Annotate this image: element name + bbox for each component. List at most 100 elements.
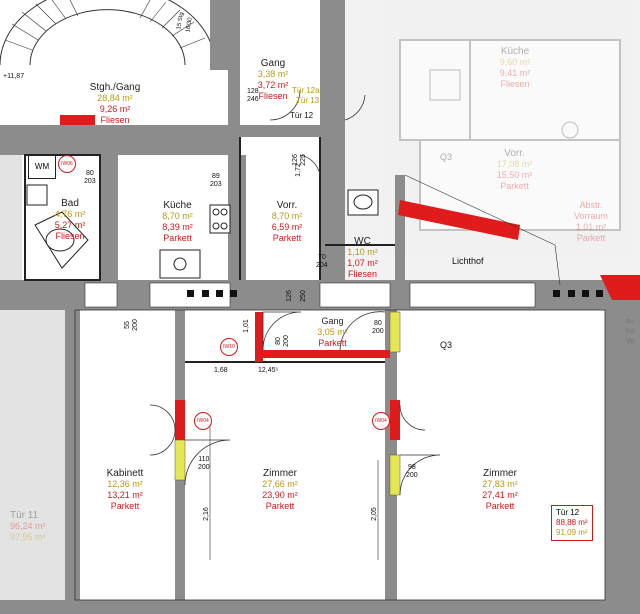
room-area-actual: 23,90 m² bbox=[262, 490, 298, 500]
room-wc: WC 1,10 m² 1,07 m² Fliesen bbox=[340, 236, 385, 280]
room-area-planned: 3,38 m² bbox=[257, 69, 289, 79]
room-name: Gang bbox=[260, 58, 286, 69]
room-name: Vorr. bbox=[276, 200, 298, 211]
room-floor: Parkett bbox=[272, 233, 302, 243]
neighbor-unit-left bbox=[0, 290, 75, 600]
room-area-actual: 5,27 m² bbox=[54, 220, 86, 230]
unit-area-actual: 88,88 m² bbox=[556, 518, 588, 527]
room-floor: Parkett bbox=[163, 233, 192, 243]
door-label-tuer12: Tür 12 bbox=[290, 111, 314, 120]
room-floor: Fliesen bbox=[55, 231, 85, 241]
wall-badge: IW10 bbox=[220, 338, 238, 356]
room-name: Gang bbox=[321, 316, 344, 326]
room-area-actual: 9,26 m² bbox=[99, 104, 131, 114]
room-area-planned: 8,70 m² bbox=[271, 211, 303, 221]
room-area-actual: 13,21 m² bbox=[107, 490, 143, 500]
wall-badge: IW04 bbox=[372, 412, 390, 430]
room-area-actual: 27,41 m² bbox=[482, 490, 518, 500]
room-area-actual: 8,39 m² bbox=[162, 222, 193, 232]
room-area-actual: 6,59 m² bbox=[271, 222, 303, 232]
fixtures bbox=[26, 184, 379, 279]
room-name: Küche bbox=[500, 46, 530, 57]
door-label-tuer12a: Tür 12a bbox=[292, 86, 320, 95]
room-area-planned: 8,70 m² bbox=[162, 211, 193, 221]
room-vorr: Vorr. 8,70 m² 6,59 m² Parkett bbox=[262, 200, 312, 244]
room-vorr-ghost: Vorr. 17,08 m² 15,50 m² Parkett bbox=[487, 148, 542, 192]
room-stgh: Stgh./Gang 28,84 m² 9,26 m² Fliesen bbox=[60, 82, 170, 126]
room-area-planned: 4,76 m² bbox=[54, 209, 86, 219]
room-area-actual: 1,07 m² bbox=[347, 258, 378, 268]
dim-label: 1,68 bbox=[214, 367, 228, 374]
room-floor: Parkett bbox=[110, 501, 140, 511]
room-name: Vorr. bbox=[504, 148, 525, 159]
red-walls bbox=[60, 115, 640, 440]
q3-label: Q3 bbox=[440, 340, 453, 350]
room-floor: Parkett bbox=[500, 181, 529, 191]
room-area-planned: 17,08 m² bbox=[496, 159, 533, 169]
room-area-actual: 15,50 m² bbox=[496, 170, 533, 180]
room-zimmer-1: Zimmer 27,66 m² 23,90 m² Parkett bbox=[250, 468, 310, 512]
window-markers bbox=[187, 290, 603, 297]
room-floor: Parkett bbox=[576, 233, 606, 243]
unit-area-planned: 91,09 m² bbox=[556, 528, 588, 537]
room-kueche-ghost: Küche 9,60 m² 9,41 m² Fliesen bbox=[490, 46, 540, 90]
room-area-planned: 97,95 m² bbox=[10, 532, 46, 542]
room-name: Stgh./Gang bbox=[89, 82, 141, 93]
dim-label: 126 bbox=[285, 290, 293, 302]
room-area-planned: 9,60 m² bbox=[499, 57, 531, 67]
room-name: Tür 11 bbox=[10, 510, 39, 521]
dim-label: 2,16 bbox=[202, 507, 210, 521]
room-floor: Parkett bbox=[485, 501, 515, 511]
dim-label: 2,05 bbox=[370, 507, 378, 521]
dim-label: 12,45⁵ bbox=[258, 367, 279, 374]
room-area-planned: 27,66 m² bbox=[262, 479, 298, 489]
unit-summary-box: Tür 12 88,88 m² 91,09 m² bbox=[551, 505, 593, 541]
wall-badge: IW04 bbox=[194, 412, 212, 430]
room-area-actual: 9,41 m² bbox=[499, 68, 531, 78]
room-gang-mid: Gang 3,05 m² Parkett bbox=[310, 316, 355, 349]
unit-title: Tür 12 bbox=[556, 508, 580, 517]
room-name: Kabinett bbox=[106, 468, 144, 479]
dim-label: 250 bbox=[299, 290, 307, 302]
q3-label-ghost: Q3 bbox=[440, 152, 453, 162]
room-name: Küche bbox=[163, 200, 192, 211]
door-swings bbox=[149, 89, 441, 496]
room-floor: Parkett bbox=[318, 338, 347, 348]
room-kueche: Küche 8,70 m² 8,39 m² Parkett bbox=[150, 200, 205, 244]
room-floor: Parkett bbox=[265, 501, 295, 511]
room-sub: Vorraum bbox=[573, 211, 608, 221]
room-tuer11: Tür 11 96,24 m² 97,95 m² bbox=[10, 510, 60, 543]
dim-label: 1,72 bbox=[294, 163, 302, 177]
edge-label-3: Vo bbox=[626, 338, 635, 345]
room-area-planned: 12,36 m² bbox=[107, 479, 143, 489]
room-floor: Fliesen bbox=[500, 79, 530, 89]
door-label-tuer13: Tür 13 bbox=[296, 96, 320, 105]
room-area-actual: 96,24 m² bbox=[10, 521, 46, 531]
room-floor: Fliesen bbox=[100, 115, 130, 125]
room-area-planned: 28,84 m² bbox=[97, 93, 133, 103]
yellow-frames bbox=[174, 311, 401, 496]
room-kabinett: Kabinett 12,36 m² 13,21 m² Parkett bbox=[95, 468, 155, 512]
staircase bbox=[0, 0, 216, 66]
room-area-actual: 1,01 m² bbox=[575, 222, 607, 232]
room-floor: Fliesen bbox=[258, 91, 288, 101]
windows bbox=[84, 282, 536, 308]
wall-badge: IW06 bbox=[58, 155, 76, 173]
dim-label: 1,01 bbox=[242, 319, 250, 333]
room-name: Zimmer bbox=[483, 468, 517, 479]
edge-label-1: au bbox=[626, 318, 634, 325]
room-area-planned: 27,83 m² bbox=[482, 479, 518, 489]
room-area-actual: 3,72 m² bbox=[257, 80, 289, 90]
room-area-planned: 3,05 m² bbox=[317, 327, 348, 337]
room-name: Zimmer bbox=[263, 468, 297, 479]
courtyard-edge bbox=[209, 174, 561, 560]
room-bad: Bad 4,76 m² 5,27 m² Fliesen bbox=[45, 198, 95, 242]
